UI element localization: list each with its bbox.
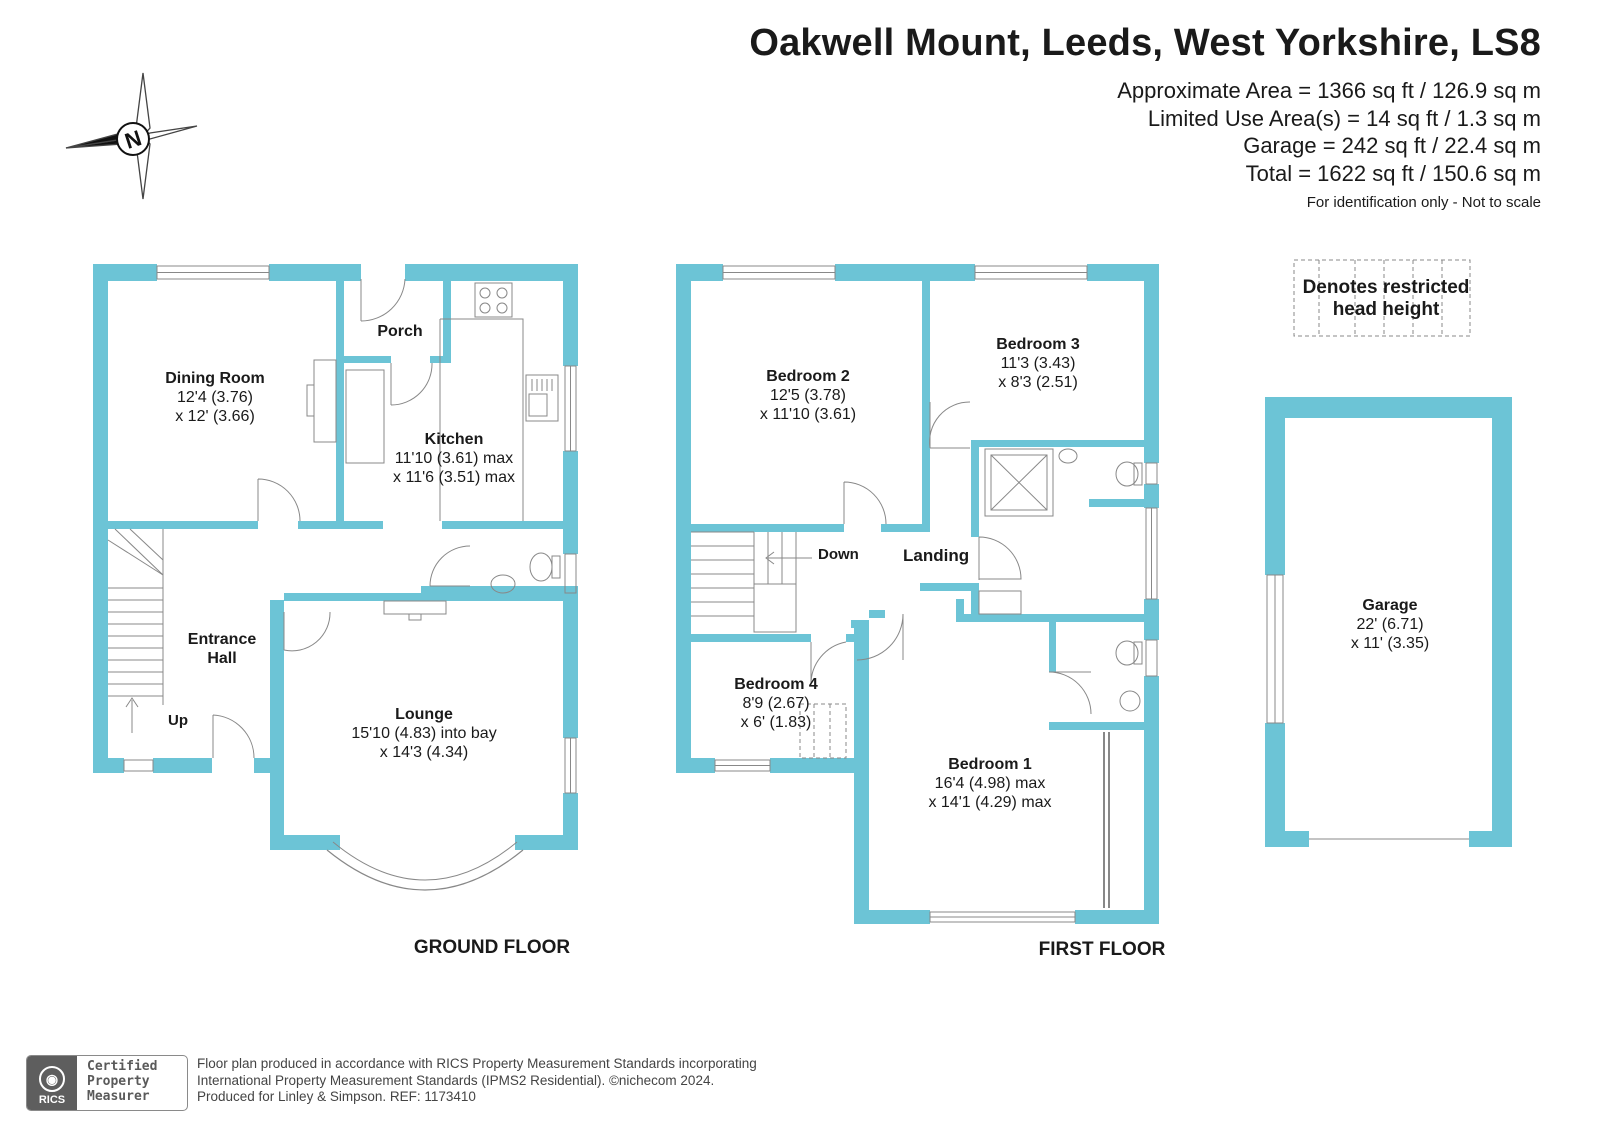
- compass-rose-icon: N: [65, 72, 198, 200]
- room-dim: 12'4 (3.76): [176, 389, 253, 406]
- stairs-down-label: Down: [818, 546, 859, 563]
- room-name: Porch: [377, 323, 423, 340]
- room-name: Bedroom 4: [734, 676, 818, 693]
- svg-text:N: N: [122, 125, 145, 154]
- room-dim: x 11'10 (3.61): [759, 406, 857, 423]
- room-dim: 22' (6.71): [1356, 616, 1424, 633]
- badge-line: Measurer: [87, 1089, 150, 1104]
- room-dining: Dining Room 12'4 (3.76) x 12' (3.66): [165, 369, 265, 426]
- room-dim: 15'10 (4.83) into bay: [351, 725, 497, 742]
- room-bedroom-2: Bedroom 2 12'5 (3.78) x 11'10 (3.61): [760, 367, 856, 424]
- room-bedroom-3: Bedroom 3 11'3 (3.43) x 8'3 (2.51): [996, 335, 1080, 392]
- room-dim: 12'5 (3.78): [770, 387, 846, 404]
- restricted-height-legend: Denotes restricted head height: [1297, 277, 1475, 321]
- ground-floor-label: GROUND FLOOR: [413, 937, 571, 958]
- footer-disclaimer: Floor plan produced in accordance with R…: [197, 1056, 757, 1106]
- room-name: Bedroom 2: [766, 368, 850, 385]
- certified-text: Certified Property Measurer: [87, 1059, 157, 1104]
- total-area: Total = 1622 sq ft / 150.6 sq m: [1245, 161, 1541, 186]
- footer-line: Produced for Linley & Simpson. REF: 1173…: [197, 1089, 476, 1104]
- room-dim: x 14'1 (4.29) max: [928, 794, 1052, 811]
- badge-line: Property: [87, 1074, 150, 1089]
- limited-use-area: Limited Use Area(s) = 14 sq ft / 1.3 sq …: [1147, 106, 1541, 131]
- footer-line: International Property Measurement Stand…: [197, 1072, 715, 1088]
- room-name: Dining Room: [165, 370, 265, 387]
- room-dim: 11'10 (3.61) max: [394, 450, 514, 467]
- garage-area: Garage = 242 sq ft / 22.4 sq m: [1243, 133, 1541, 158]
- room-dim: x 6' (1.83): [740, 714, 812, 731]
- rics-lion-icon: ◉: [39, 1066, 65, 1092]
- room-name: Bedroom 1: [948, 756, 1032, 773]
- room-porch: Porch: [377, 322, 422, 341]
- room-dim: 16'4 (4.98) max: [934, 775, 1046, 792]
- rics-certified-badge: ◉ RICS Certified Property Measurer: [26, 1055, 188, 1111]
- rics-brand: RICS: [38, 1094, 66, 1106]
- room-dim: x 8'3 (2.51): [998, 374, 1078, 391]
- room-name: Lounge: [395, 706, 453, 723]
- ground-floor-walls: [93, 264, 578, 850]
- room-name: Hall: [207, 650, 237, 667]
- ground-floor-doors: [107, 278, 561, 759]
- room-dim: x 14'3 (4.34): [379, 744, 469, 761]
- room-dim: x 11' (3.35): [1350, 635, 1430, 652]
- approximate-area: Approximate Area = 1366 sq ft / 126.9 sq…: [1117, 78, 1541, 103]
- garage-walls: [1265, 397, 1512, 847]
- first-floor-label: FIRST FLOOR: [1038, 939, 1166, 960]
- garage-openings: [1266, 574, 1469, 840]
- room-dim: x 11'6 (3.51) max: [393, 469, 515, 486]
- room-bedroom-1: Bedroom 1 16'4 (4.98) max x 14'1 (4.29) …: [928, 755, 1051, 812]
- property-title: Oakwell Mount, Leeds, West Yorkshire, LS…: [749, 22, 1541, 64]
- room-name: Kitchen: [424, 431, 484, 448]
- landing-label: Landing: [903, 546, 970, 565]
- rics-logo: ◉ RICS: [27, 1056, 77, 1110]
- first-floor-walls: [676, 264, 1159, 924]
- badge-line: Certified: [87, 1059, 158, 1074]
- room-bedroom-4: Bedroom 4 8'9 (2.67) x 6' (1.83): [734, 675, 818, 732]
- first-floor-doors: [691, 401, 1143, 908]
- legend-line-1: Denotes restricted: [1302, 277, 1470, 298]
- room-kitchen: Kitchen 11'10 (3.61) max x 11'6 (3.51) m…: [393, 430, 515, 487]
- footer-line: Floor plan produced in accordance with R…: [197, 1056, 757, 1071]
- identification-note: For identification only - Not to scale: [1306, 194, 1541, 211]
- room-name: Bedroom 3: [996, 336, 1080, 353]
- restricted-height-legend-box: [1293, 259, 1471, 337]
- room-name: Entrance: [187, 631, 257, 648]
- room-dim: 11'3 (3.43): [1000, 355, 1076, 372]
- stairs-up-label: Up: [168, 712, 188, 729]
- room-entrance-hall: Entrance Hall: [188, 630, 256, 668]
- room-name: Garage: [1362, 597, 1418, 614]
- legend-line-2: head height: [1332, 299, 1440, 320]
- room-dim: 8'9 (2.67): [742, 695, 810, 712]
- room-dim: x 12' (3.66): [175, 408, 255, 425]
- ground-floor-windows: [123, 265, 577, 891]
- room-lounge: Lounge 15'10 (4.83) into bay x 14'3 (4.3…: [351, 705, 496, 762]
- room-garage: Garage 22' (6.71) x 11' (3.35): [1351, 596, 1429, 653]
- first-floor-windows: [714, 265, 1158, 923]
